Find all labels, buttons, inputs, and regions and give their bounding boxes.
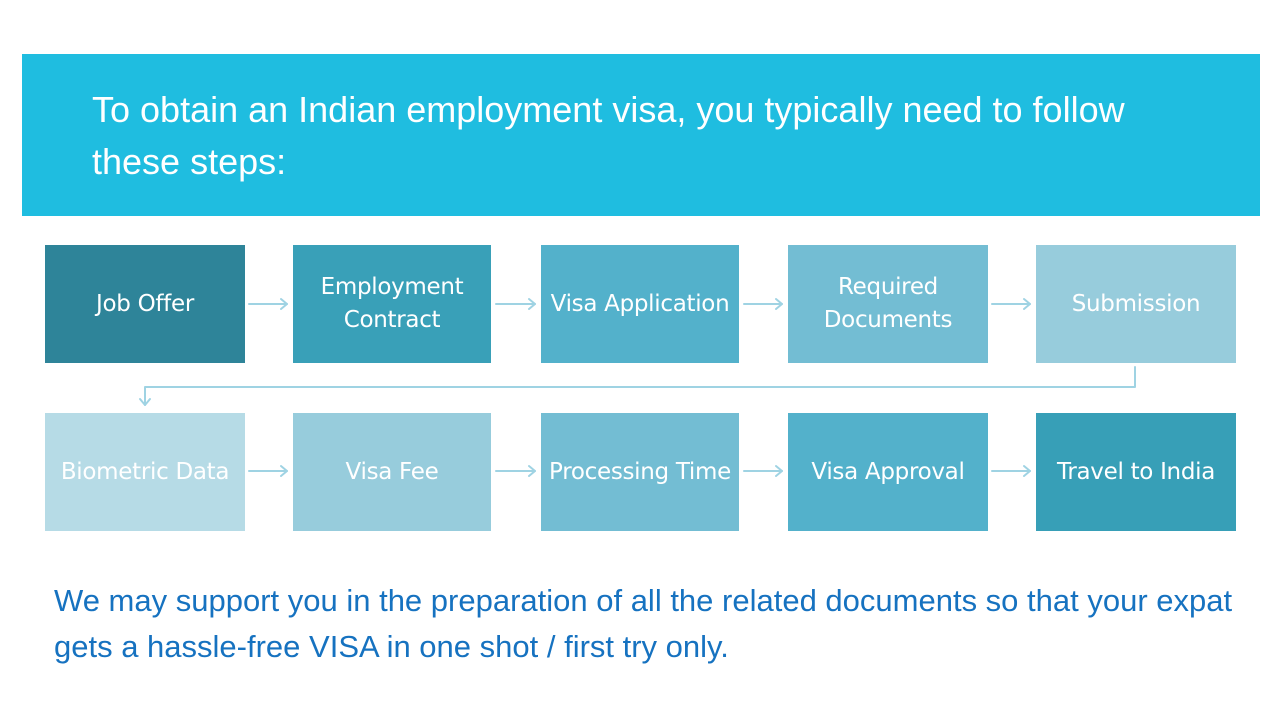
title-banner: To obtain an Indian employment visa, you… [22, 54, 1260, 216]
right-arrow-icon [495, 465, 536, 477]
step-label: Submission [1071, 290, 1201, 317]
right-arrow-icon [248, 298, 288, 310]
step-required-documents: Required Documents [788, 245, 988, 363]
step-visa-approval: Visa Approval [788, 413, 988, 531]
step-job-offer: Job Offer [45, 245, 245, 363]
right-arrow-icon [495, 298, 536, 310]
right-arrow-icon [743, 298, 783, 310]
step-label: Required Documents [823, 274, 953, 333]
step-label: Employment Contract [320, 274, 464, 333]
step-label: Visa Application [550, 290, 730, 317]
step-label: Visa Approval [811, 458, 965, 485]
step-label: Biometric Data [60, 458, 230, 485]
support-note: We may support you in the preparation of… [54, 583, 1233, 664]
step-biometric-data: Biometric Data [45, 413, 245, 531]
step-visa-application: Visa Application [541, 245, 739, 363]
step-visa-fee: Visa Fee [293, 413, 491, 531]
step-employment-contract: Employment Contract [293, 245, 491, 363]
step-label: Processing Time [549, 458, 731, 485]
right-arrow-icon [991, 298, 1031, 310]
step-travel-to-india: Travel to India [1036, 413, 1236, 531]
right-arrow-icon [991, 465, 1031, 477]
step-submission: Submission [1036, 245, 1236, 363]
step-processing-time: Processing Time [541, 413, 739, 531]
wrap-connector-arrow-icon [139, 366, 1136, 406]
step-label: Travel to India [1056, 458, 1216, 485]
step-label: Job Offer [96, 290, 194, 317]
step-label: Visa Fee [345, 458, 439, 485]
right-arrow-icon [248, 465, 288, 477]
right-arrow-icon [743, 465, 783, 477]
page-title: To obtain an Indian employment visa, you… [92, 89, 1125, 182]
